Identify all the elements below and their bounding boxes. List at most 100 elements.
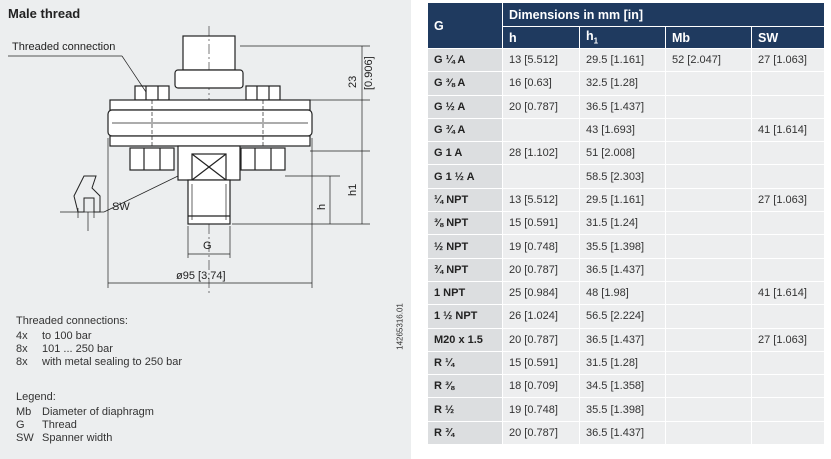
header-h1: h1 <box>580 27 665 48</box>
cell-mb <box>666 165 751 188</box>
cell-h <box>503 165 579 188</box>
legend-heading: Legend: <box>16 391 56 403</box>
cell-h1: 36.5 [1.437] <box>580 258 665 281</box>
cell-g: G ¼ A <box>428 49 502 72</box>
cell-h: 13 [5.512] <box>503 49 579 72</box>
cell-sw <box>752 212 824 235</box>
cell-h: 15 [0.591] <box>503 212 579 235</box>
label-h: h <box>316 204 328 210</box>
note-value: to 100 bar <box>42 330 92 342</box>
cell-g: G ½ A <box>428 95 502 118</box>
note-key: 8x <box>16 356 28 368</box>
cell-h1: 29.5 [1.161] <box>580 49 665 72</box>
label-diameter: ø95 [3.74] <box>176 270 226 282</box>
header-h: h <box>503 27 579 48</box>
panel-title: Male thread <box>8 6 81 21</box>
label-dim-23-in: [0.906] <box>363 56 375 90</box>
cell-h: 16 [0.63] <box>503 72 579 95</box>
cell-mb <box>666 95 751 118</box>
cell-h1: 43 [1.693] <box>580 118 665 142</box>
label-h1: h1 <box>347 184 359 196</box>
cell-h1: 29.5 [1.161] <box>580 188 665 212</box>
cell-sw <box>752 351 824 375</box>
doc-number-text: 14265316.01 <box>395 303 405 350</box>
label-dim-23: 23 <box>347 76 359 88</box>
cell-h: 19 [0.748] <box>503 235 579 258</box>
legend-key: SW <box>16 432 34 444</box>
cell-sw <box>752 421 824 445</box>
cell-sw: 41 [1.614] <box>752 281 824 305</box>
cell-g: R ½ <box>428 398 502 421</box>
doc-number: 14265316.01 <box>394 300 406 360</box>
table-row: G ¾ A 43 [1.693] 41 [1.614] <box>428 118 824 142</box>
label-sw: SW <box>112 201 130 213</box>
cell-sw <box>752 398 824 421</box>
cell-h: 20 [0.787] <box>503 421 579 445</box>
cell-g: ¼ NPT <box>428 188 502 212</box>
cell-sw: 41 [1.614] <box>752 118 824 142</box>
header-sw: SW <box>752 27 824 48</box>
legend-key: Mb <box>16 406 32 418</box>
legend-value: Diameter of diaphragm <box>42 406 154 418</box>
cell-h1: 35.5 [1.398] <box>580 398 665 421</box>
cell-h: 20 [0.787] <box>503 328 579 351</box>
note-key: 4x <box>16 330 28 342</box>
cell-g: ½ NPT <box>428 235 502 258</box>
cell-h: 13 [5.512] <box>503 188 579 212</box>
header-dimensions: Dimensions in mm [in] <box>503 3 824 26</box>
cell-h: 18 [0.709] <box>503 375 579 398</box>
cell-g: G ¾ A <box>428 118 502 142</box>
cell-h: 15 [0.591] <box>503 351 579 375</box>
cell-h1: 58.5 [2.303] <box>580 165 665 188</box>
cell-sw <box>752 165 824 188</box>
cell-mb: 52 [2.047] <box>666 49 751 72</box>
drawing-panel: Male thread <box>0 0 411 459</box>
legend-key: G <box>16 419 25 431</box>
cell-h1: 51 [2.008] <box>580 142 665 165</box>
cell-g: ⅜ NPT <box>428 212 502 235</box>
cell-h1: 31.5 [1.24] <box>580 212 665 235</box>
header-h1-sub: 1 <box>593 36 599 46</box>
cell-h: 20 [0.787] <box>503 258 579 281</box>
cell-g: G 1 A <box>428 142 502 165</box>
cell-h1: 48 [1.98] <box>580 281 665 305</box>
dimensions-table: G Dimensions in mm [in] h h1 Mb SW G ¼ A… <box>427 2 825 445</box>
cell-g: 1 NPT <box>428 281 502 305</box>
header-h1-text: h <box>586 29 594 44</box>
cell-mb <box>666 328 751 351</box>
cell-mb <box>666 235 751 258</box>
cell-h1: 35.5 [1.398] <box>580 235 665 258</box>
cell-sw: 27 [1.063] <box>752 49 824 72</box>
cell-mb <box>666 72 751 95</box>
cell-sw: 27 [1.063] <box>752 188 824 212</box>
cell-mb <box>666 142 751 165</box>
cell-h <box>503 118 579 142</box>
technical-drawing: Threaded connection 23 [0.906] SW h h1 G… <box>8 26 375 296</box>
cell-mb <box>666 258 751 281</box>
cell-g: R ⅜ <box>428 375 502 398</box>
cell-g: ¾ NPT <box>428 258 502 281</box>
legend-value: Thread <box>42 419 77 431</box>
cell-sw <box>752 375 824 398</box>
cell-sw <box>752 235 824 258</box>
legend-row: Mb Diameter of diaphragm <box>16 406 154 419</box>
cell-sw <box>752 95 824 118</box>
cell-mb <box>666 118 751 142</box>
cell-h1: 36.5 [1.437] <box>580 95 665 118</box>
cell-g: R ¼ <box>428 351 502 375</box>
cell-h: 20 [0.787] <box>503 95 579 118</box>
header-g: G <box>428 3 502 48</box>
